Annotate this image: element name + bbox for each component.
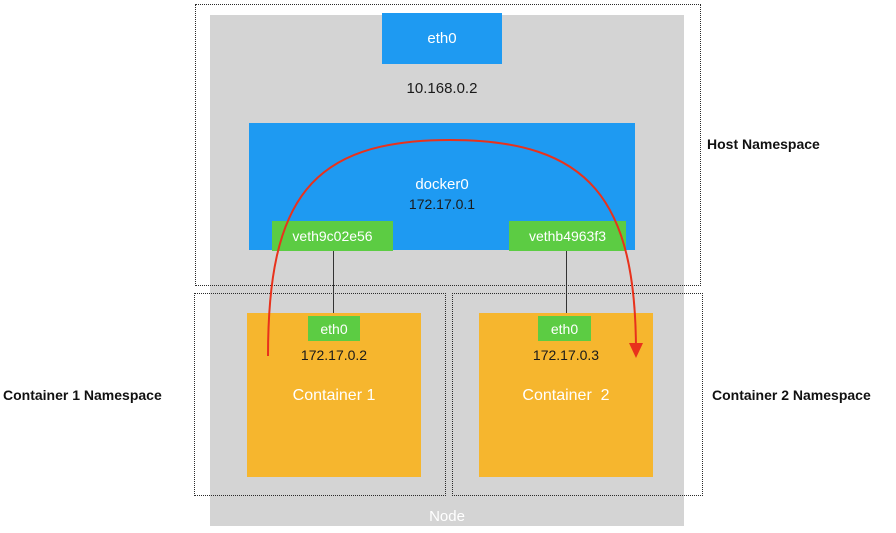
container-1-eth0-label: eth0 <box>320 320 348 337</box>
container-1-eth0: eth0 <box>308 316 360 341</box>
host-eth0-interface: eth0 <box>382 13 502 64</box>
container-2-eth0: eth0 <box>538 316 591 341</box>
veth-link-1 <box>333 251 334 316</box>
container-2-eth0-label: eth0 <box>550 320 579 337</box>
container-2-ip: 172.17.0.3 <box>532 347 600 363</box>
veth-1-label: veth9c02e56 <box>292 228 373 244</box>
container-2-namespace-label: Container 2 Namespace <box>712 387 871 403</box>
container-1-ip: 172.17.0.2 <box>300 347 368 363</box>
host-eth0-ip: 10.168.0.2 <box>406 80 478 97</box>
container-1-name: Container 1 <box>292 387 376 404</box>
docker0-ip: 172.17.0.1 <box>408 196 476 212</box>
host-eth0-label: eth0 <box>427 30 457 47</box>
container-2-name: Container 2 <box>522 387 610 404</box>
node-label: Node <box>429 508 465 525</box>
host-namespace-label: Host Namespace <box>707 136 820 152</box>
veth-2-label: vethb4963f3 <box>528 228 607 244</box>
veth-link-2 <box>566 251 567 316</box>
veth-interface-1: veth9c02e56 <box>272 221 393 251</box>
container-1-namespace-label: Container 1 Namespace <box>3 387 162 403</box>
docker0-label: docker0 <box>415 176 469 193</box>
veth-interface-2: vethb4963f3 <box>509 221 626 251</box>
